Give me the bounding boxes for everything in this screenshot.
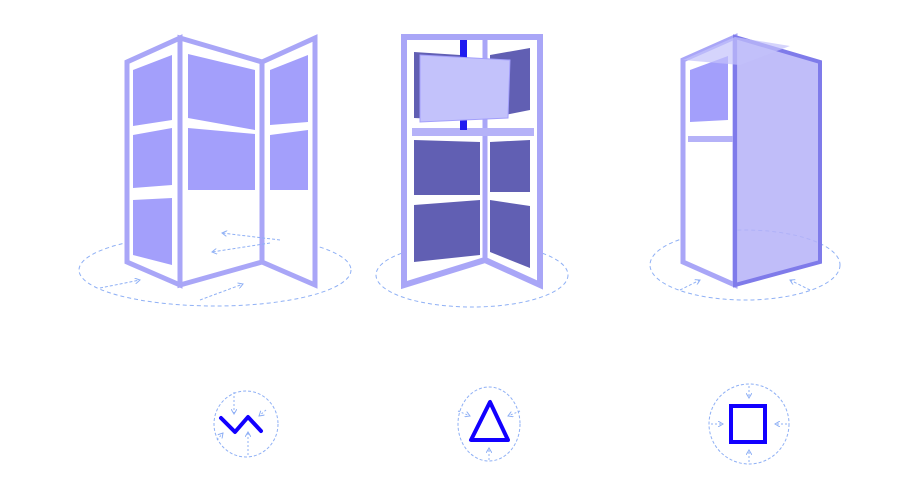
rotation-path (375, 242, 569, 308)
zigzag-screen-illustration (78, 34, 352, 307)
panel (133, 55, 172, 126)
panel (133, 128, 172, 188)
triangle-booth-illustration (375, 34, 569, 308)
rotating-panel (419, 54, 511, 123)
rotation-path (78, 233, 352, 307)
panel (188, 54, 255, 130)
zigzag-icon (213, 390, 279, 458)
panel (133, 198, 172, 265)
panel (188, 128, 255, 190)
panel (270, 55, 308, 125)
triangle-icon (457, 386, 521, 462)
glass-side (733, 34, 822, 288)
panel (270, 130, 308, 190)
square-icon (708, 383, 790, 465)
square-booth-illustration (649, 33, 841, 301)
